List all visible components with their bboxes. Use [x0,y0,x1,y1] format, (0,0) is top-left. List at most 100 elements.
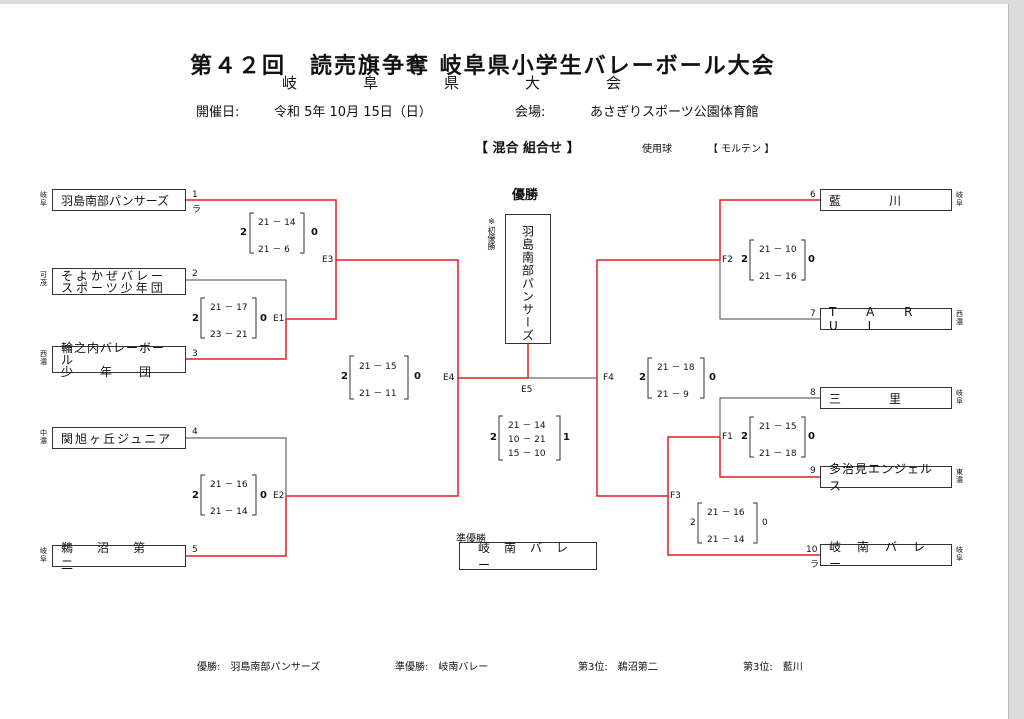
match-code-F2: F2 [722,255,733,265]
result-third-a: 第3位: 鵜沼第二 [578,662,658,673]
team-7-number: 7 [810,309,816,319]
team-10-mark: ラ [810,560,820,570]
team-1-pref: 岐阜 [40,191,47,207]
team-7-name: T A R U I [829,305,917,333]
E1-left-sets: 2 [192,313,199,324]
match-code-E1: E1 [273,314,285,324]
team-9-number: 9 [810,466,816,476]
runner-up-box: 岐南バレー [459,541,597,572]
team-10-name: 岐南バレー [829,540,942,571]
result-champion: 優勝: 羽島南部パンサーズ [197,662,321,673]
team-1-name: 羽島南部パンサーズ [61,193,170,208]
venue-label: 会場: [515,105,546,120]
F1-set-1: 21 － 15 [759,422,797,432]
team-6-number: 6 [810,190,816,200]
F4-left-sets: 2 [639,372,646,383]
F4-set-2: 21 － 9 [657,390,689,400]
team-5-name: 鵜沼第二 [61,541,170,572]
match-code-E4: E4 [443,373,455,383]
F2-left-sets: 2 [741,254,748,265]
champion-name: 羽島南部パンサーズ [520,225,535,342]
team-8-box: 三 里 [820,387,952,409]
E1-set-2: 23 － 21 [210,330,248,340]
team-6-box: 藍 川 [820,189,952,211]
F2-set-1: 21 － 10 [759,245,797,255]
F3-set-2: 21 － 14 [707,535,745,545]
team-8-name: 三 里 [829,391,902,406]
E4-left-sets: 2 [341,371,348,382]
team-3-box: 輪之内バレーボール 少 年 団 [52,342,186,378]
E3-left-sets: 2 [240,227,247,238]
E4-set-2: 21 － 11 [359,389,397,399]
team-7-box: T A R U I [820,305,952,333]
team-1-mark: ラ [192,205,202,215]
match-code-E5: E5 [521,385,533,395]
E2-set-2: 21 － 14 [210,507,248,517]
team-9-box: 多治見エンジェルス [820,462,952,493]
team-2-pref: 可茂 [40,271,47,287]
team-5-pref: 岐阜 [40,547,47,563]
result-runner-up: 準優勝: 岐南バレー [395,662,489,673]
E2-left-sets: 2 [192,490,199,501]
team-2-box: そよかぜバレー スポーツ少年団 [52,268,186,295]
match-code-F3: F3 [670,491,681,501]
page-subtitle: 岐阜県大会 [282,74,688,92]
page-title: 第４２回 読売旗争奪 岐阜県小学生バレーボール大会 [190,54,776,79]
result-third-b: 第3位: 藍川 [743,662,803,673]
team-2-number: 2 [192,269,198,279]
team-9-pref: 東濃 [956,468,963,484]
F1-left-sets: 2 [741,431,748,442]
bracket-sheet: 第４２回 読売旗争奪 岐阜県小学生バレーボール大会 岐阜県大会 開催日: 令和 … [0,4,1009,719]
E4-right-sets: 0 [414,371,421,382]
match-code-E3: E3 [322,255,334,265]
F2-set-2: 21 － 16 [759,272,797,282]
category-label: 【 混合 組合せ 】 [475,141,580,156]
team-4-pref: 中濃 [40,429,47,445]
E1-set-1: 21 － 17 [210,303,248,313]
E1-right-sets: 0 [260,313,267,324]
E2-set-1: 21 － 16 [210,480,248,490]
E2-right-sets: 0 [260,490,267,501]
F3-set-1: 21 － 16 [707,508,745,518]
E4-set-1: 21 － 15 [359,362,397,372]
team-10-box: 岐南バレー [820,540,952,571]
team-4-box: 関旭ヶ丘ジュニア [52,427,186,449]
E3-set-2: 21 － 6 [258,245,290,255]
team-5-number: 5 [192,545,198,555]
runner-up-label: 準優勝 [456,534,486,545]
team-7-pref: 西濃 [956,310,963,326]
team-3-number: 3 [192,349,198,359]
ball-label: 使用球 [642,144,672,155]
team-1-box: 羽島南部パンサーズ [52,189,186,211]
team-10-number: 10 [806,545,818,555]
team-4-number: 4 [192,427,198,437]
bracket-lines [186,199,820,557]
team-2-line2: スポーツ少年団 [61,280,166,295]
F4-right-sets: 0 [709,372,716,383]
F4-set-1: 21 － 18 [657,363,695,373]
E5-set-1: 21 － 14 [508,421,546,431]
champion-note: ※初優勝 [487,217,496,250]
champion-label: 優勝 [512,188,539,203]
champion-box: 羽島南部パンサーズ [505,214,551,344]
E5-left-sets: 2 [490,432,497,443]
team-3-line2: 少 年 団 [61,364,153,379]
match-code-F1: F1 [722,432,733,442]
F3-right-sets: 0 [762,518,768,528]
team-8-pref: 岐阜 [956,389,963,405]
team-4-name: 関旭ヶ丘ジュニア [61,431,173,446]
team-3-line1: 輪之内バレーボール [61,340,166,367]
team-2-line1: そよかぜバレー [61,268,167,283]
E3-set-1: 21 － 14 [258,218,296,228]
team-10-pref: 岐阜 [956,546,963,562]
team-8-number: 8 [810,388,816,398]
E5-right-sets: 1 [563,432,570,443]
F1-right-sets: 0 [808,431,815,442]
date-value: 令和 5年 10月 15日（日） [274,105,432,120]
match-code-F4: F4 [603,373,614,383]
team-5-box: 鵜沼第二 [52,541,186,572]
E3-right-sets: 0 [311,227,318,238]
team-9-name: 多治見エンジェルス [829,462,934,493]
team-6-pref: 岐阜 [956,191,963,207]
F2-right-sets: 0 [808,254,815,265]
